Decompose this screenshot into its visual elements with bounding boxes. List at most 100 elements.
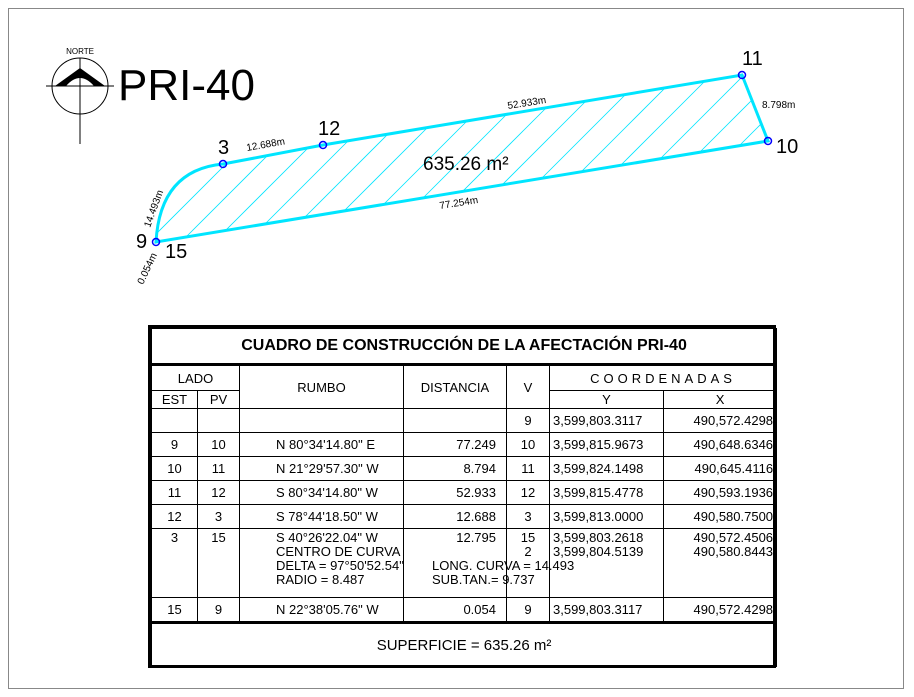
distance-label: 12.688m (246, 136, 286, 154)
hatch-line (525, 75, 727, 242)
hatch-line (889, 60, 914, 260)
plan-title: PRI-40 (118, 61, 255, 110)
drawing-frame (8, 8, 904, 689)
cell-x: 490,572.4506 (693, 530, 774, 545)
cell-v: 3 (506, 504, 550, 529)
hatch-line (228, 75, 430, 242)
cell-v: 12 (506, 480, 550, 505)
cell-y: 3,599,803.3117 (549, 408, 664, 433)
header-est: EST (151, 390, 198, 409)
point-9-15 (151, 237, 161, 247)
hatch-line (0, 60, 99, 260)
cell-y: 3,599,815.9673 (549, 432, 664, 457)
cell-dist: 12.688 (403, 504, 507, 529)
header-rumbo: RUMBO (239, 364, 404, 409)
hatch-line (0, 60, 66, 260)
cell-pv: 3 (197, 504, 240, 529)
construction-table: CUADRO DE CONSTRUCCIÓN DE LA AFECTACIÓN … (148, 325, 778, 668)
cell-y: 3,599,804.5139 (553, 544, 644, 559)
cell-rumbo: N 22°38'05.76" W (239, 597, 404, 623)
cell-est: 12 (151, 504, 198, 529)
point-12 (318, 140, 328, 150)
site-plan: NORTE PRI-40 9 15 3 12 11 10 635.26 m² 1… (0, 47, 914, 286)
cell-est: 10 (151, 456, 198, 481)
cell-dist: 12.795 (456, 530, 496, 545)
hatch-line (823, 60, 914, 260)
distance-label: 0.054m (136, 251, 160, 286)
table-row: 9 3,599,803.3117 490,572.4298 (151, 408, 778, 433)
cell-est: 15 (151, 597, 198, 623)
cell-v: 9 (506, 597, 550, 623)
point-label: 3 (218, 137, 229, 159)
cell-x: 490,572.4298 (662, 597, 778, 623)
curve-subtan: SUB.TAN.= 9.737 (432, 572, 535, 587)
point-label: 10 (776, 136, 798, 158)
header-distancia: DISTANCIA (403, 364, 507, 409)
cell-pv: 10 (197, 432, 240, 457)
cell-v: 2 (524, 544, 532, 559)
point-10 (763, 136, 773, 146)
point-11 (737, 70, 747, 80)
cell-x: 490,580.7500 (662, 504, 778, 529)
cell-v: 10 (506, 432, 550, 457)
north-arrow: NORTE (46, 47, 114, 144)
cell-x: 490,593.1936 (662, 480, 778, 505)
cell-x: 490,648.6346 (662, 432, 778, 457)
hatch-line (492, 75, 694, 242)
cell-pv: 12 (197, 480, 240, 505)
cell-y: 3,599,815.4778 (549, 480, 664, 505)
cell-y: 3,599,803.3117 (549, 597, 664, 623)
header-lado: LADO (151, 364, 240, 391)
curve-center-label: CENTRO DE CURVA (276, 544, 401, 559)
point-label: 11 (742, 48, 763, 70)
cell-y: 3,599,824.1498 (549, 456, 664, 481)
hatch-line (756, 75, 768, 242)
cell-y: 3,599,813.0000 (549, 504, 664, 529)
cell-dist: 8.794 (403, 456, 507, 481)
point-label: 9 (136, 231, 147, 253)
cell-rumbo: N 80°34'14.80" E (239, 432, 404, 457)
cell-est: 3 (151, 528, 198, 598)
cell-y: 3,599,803.2618 (553, 530, 644, 545)
hatch-line (0, 60, 33, 260)
cell-v: 15 (520, 530, 536, 545)
header-pv: PV (197, 390, 240, 409)
hatch-line (790, 60, 914, 260)
cell-pv: 11 (197, 456, 240, 481)
cell-pv: 15 (197, 528, 240, 598)
area-label: 635.26 m² (423, 154, 509, 175)
point-3 (218, 159, 228, 169)
curve-delta: DELTA = 97°50'52.54" (276, 558, 404, 573)
header-y: Y (549, 390, 664, 409)
cell-x: 490,645.4116 (662, 456, 778, 481)
hatch-line (657, 75, 768, 242)
header-coordenadas: COORDENADAS (548, 364, 778, 391)
cell-dist: 52.933 (403, 480, 507, 505)
cell-dist: 77.249 (403, 432, 507, 457)
cell-v: 9 (506, 408, 550, 433)
parcel-boundary (154, 73, 771, 244)
curve-long: LONG. CURVA = 14.493 (432, 558, 575, 573)
superficie-total: SUPERFICIE = 635.26 m² (150, 621, 778, 667)
cell-rumbo: S 80°34'14.80" W (239, 480, 404, 505)
hatch-line (856, 60, 914, 260)
hatch-line (591, 75, 768, 242)
cell-pv: 9 (197, 597, 240, 623)
cell-dist: 0.054 (403, 597, 507, 623)
curve-radio: RADIO = 8.487 (276, 572, 365, 587)
point-label: 15 (165, 241, 187, 263)
cell-est: 9 (151, 432, 198, 457)
header-v: V (506, 364, 550, 409)
hatch-line (690, 75, 768, 242)
hatch-line (723, 75, 768, 242)
cell-v: 11 (506, 456, 550, 481)
hatch-line (0, 60, 132, 260)
distance-label: 8.798m (762, 100, 795, 111)
distance-label: 77.254m (439, 195, 479, 212)
cell-x: 490,572.4298 (662, 408, 778, 433)
